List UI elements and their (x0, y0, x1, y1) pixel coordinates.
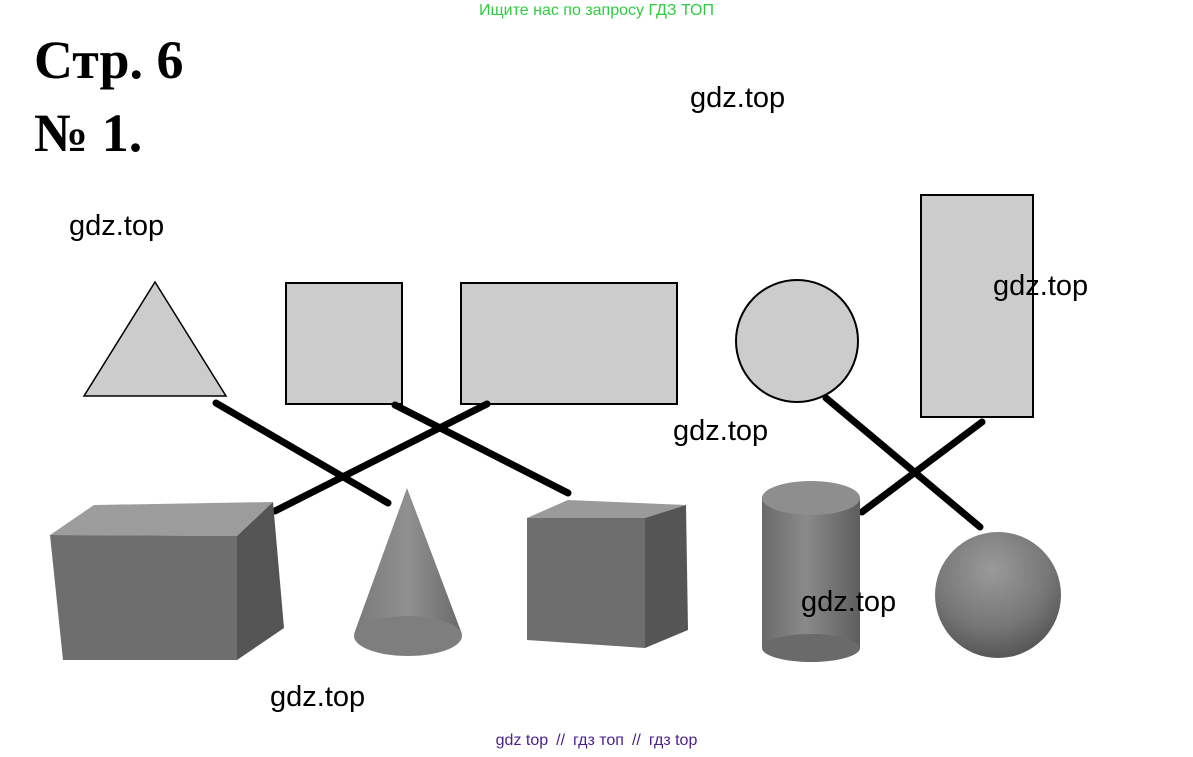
match-line-triangle-cone (212, 399, 392, 507)
top-banner[interactable]: Ищите нас по запросу ГДЗ ТОП (479, 2, 714, 19)
task-number-heading: № 1. (34, 103, 143, 163)
match-line-rectangle-cuboid (271, 400, 491, 515)
square-icon (285, 282, 403, 405)
watermark-6: gdz.top (270, 681, 366, 713)
footer-link-gdz-top[interactable]: gdz top (495, 732, 549, 749)
footer-link-gdz-top-mixed[interactable]: гдз top (648, 732, 698, 749)
cylinder-icon (762, 481, 860, 662)
watermark-2: gdz.top (69, 210, 165, 242)
footer-separator: // (631, 732, 641, 749)
cone-icon (354, 488, 462, 656)
tall-rectangle-icon (920, 194, 1034, 418)
cuboid-icon (50, 502, 284, 660)
match-line-square-cube (391, 401, 572, 497)
rectangle-icon (460, 282, 678, 405)
footer-link-gdz-top-ru[interactable]: гдз топ (573, 732, 624, 749)
cube-icon (527, 500, 688, 648)
triangle-icon (82, 280, 228, 397)
footer-separator: // (556, 732, 566, 749)
footer-links: gdz top // гдз топ // гдз top (0, 732, 1193, 750)
watermark-1: gdz.top (690, 82, 786, 114)
match-line-circle-sphere (822, 394, 984, 531)
watermark-3: gdz.top (993, 270, 1089, 302)
watermark-5: gdz.top (801, 586, 897, 618)
circle-icon (735, 279, 859, 403)
watermark-4: gdz.top (673, 415, 769, 447)
sphere-icon (935, 532, 1061, 658)
page-number-heading: Стр. 6 (34, 30, 184, 90)
match-line-tallrect-cylinder (858, 418, 986, 516)
matching-lines (212, 394, 986, 531)
